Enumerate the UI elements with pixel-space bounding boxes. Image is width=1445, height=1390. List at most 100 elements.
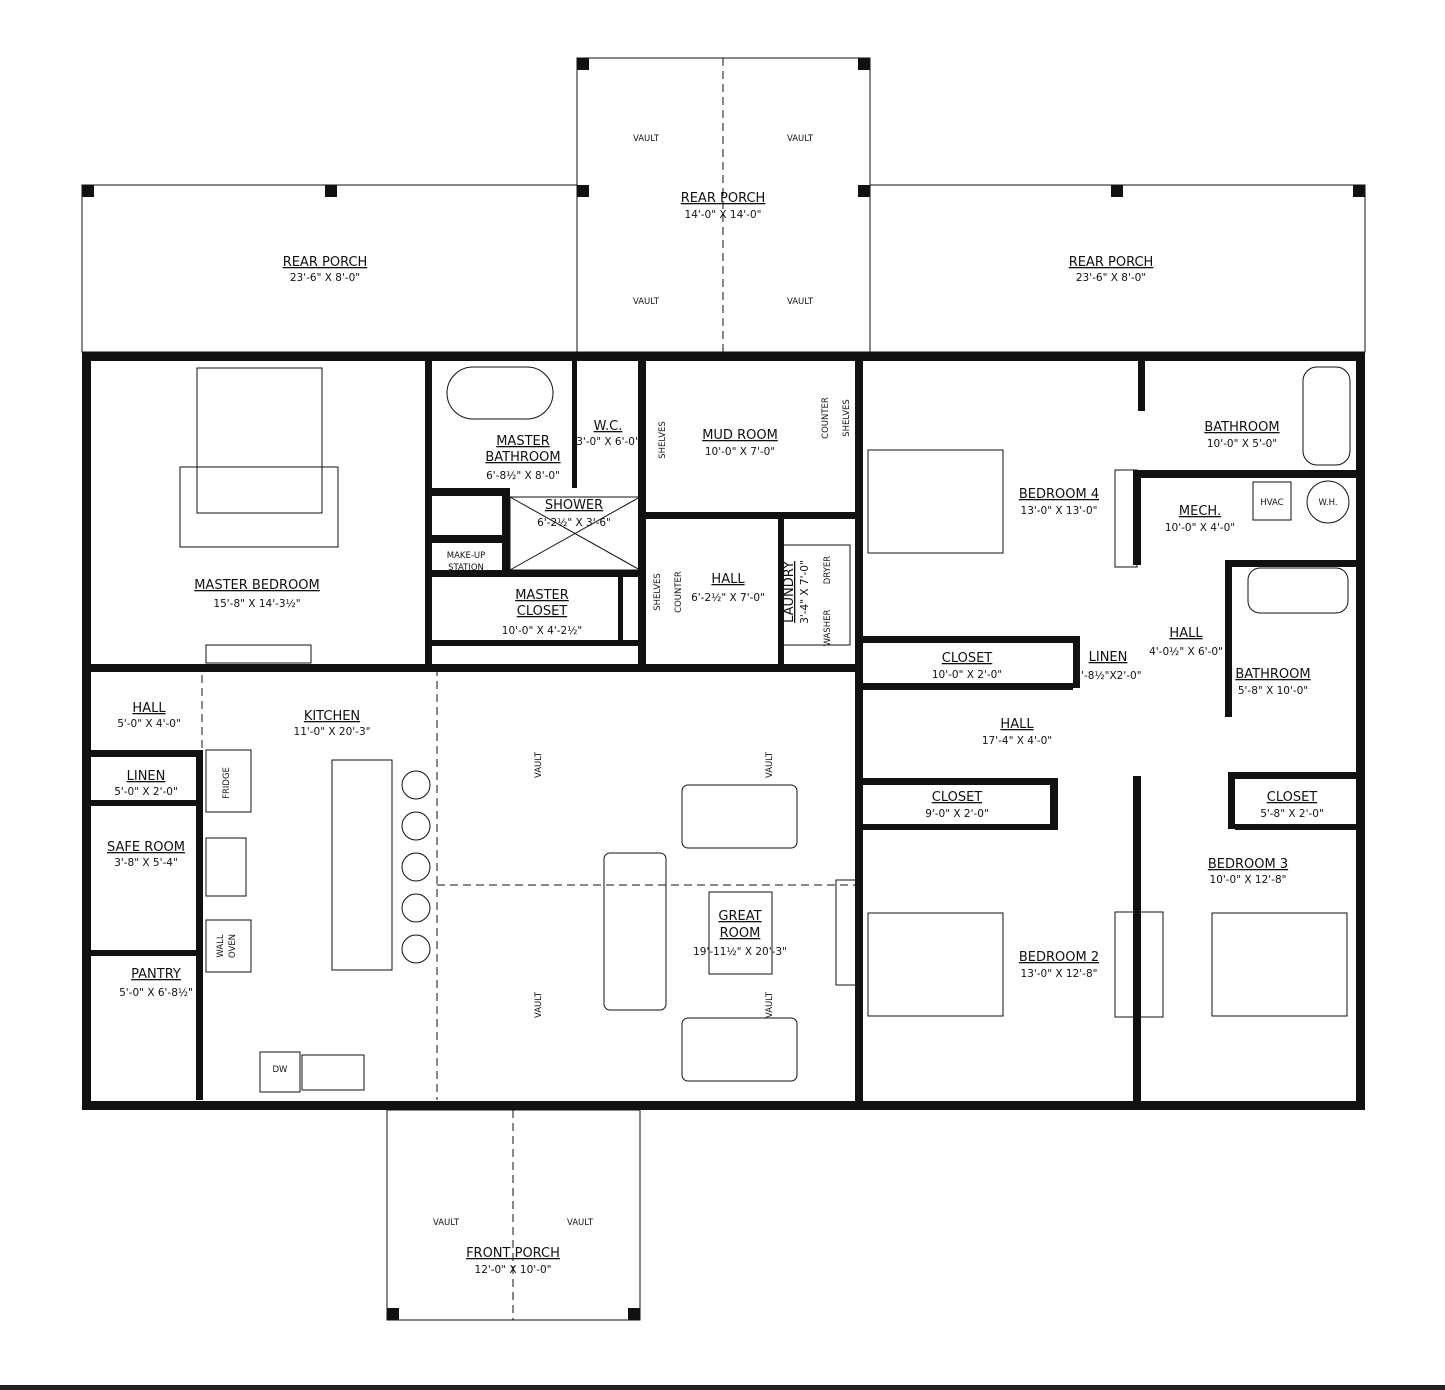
furniture (179, 366, 1351, 1093)
label-hall-long: HALL (1000, 717, 1034, 732)
vault-label: VAULT (787, 134, 814, 144)
washer-dryer (781, 544, 851, 646)
tv-bedroom4 (1114, 469, 1138, 568)
porch-post (82, 185, 94, 197)
wall (618, 575, 623, 640)
wh-label: W.H. (1318, 498, 1337, 508)
label-closet-b4: CLOSET (942, 651, 993, 666)
label-rear-porch-right: REAR PORCH (1069, 255, 1154, 270)
dim-hall-right: 4'-0½" X 6'-0" (1149, 646, 1223, 658)
tub-top (1302, 366, 1351, 466)
vault-label: VAULT (534, 751, 544, 778)
bed-bedroom3 (1211, 912, 1348, 1017)
wall-oven-label-1: WALL (216, 934, 226, 957)
dim-master-bedroom: 15'-8" X 14'-3½" (213, 598, 300, 610)
wall (778, 519, 784, 664)
dim-wc: 3'-0" X 6'-0" (576, 436, 640, 448)
label-master-bathroom-2: BATHROOM (485, 450, 560, 465)
shelves-label: SHELVES (842, 399, 852, 437)
porch-post (858, 185, 870, 197)
dim-rear-porch-right: 23'-6" X 8'-0" (1076, 272, 1146, 284)
vault-label: VAULT (534, 991, 544, 1018)
wall (425, 361, 432, 664)
porch-post (325, 185, 337, 197)
label-linen-right: LINEN (1089, 650, 1128, 665)
hvac-label: HVAC (1260, 498, 1283, 508)
master-bed (196, 367, 323, 514)
wall (863, 683, 1073, 690)
dim-bedroom4: 13'-0" X 13'-0" (1021, 505, 1098, 517)
vault-label: VAULT (787, 297, 814, 307)
wall (432, 535, 510, 543)
kitchen-sink (301, 1054, 365, 1091)
dw-label: DW (273, 1065, 289, 1075)
wall (1235, 824, 1356, 830)
wall (432, 570, 646, 577)
label-closet-b3: CLOSET (1267, 790, 1318, 805)
label-bedroom2: BEDROOM 2 (1019, 950, 1099, 965)
kitchen-island (331, 759, 393, 971)
shelves-label: SHELVES (658, 421, 668, 459)
dim-linen-right: 2'-8½"X2'-0" (1074, 670, 1141, 682)
porch-post (577, 185, 589, 197)
wall (638, 361, 646, 664)
vault-label: VAULT (433, 1218, 460, 1228)
wall (91, 664, 645, 672)
dim-bathroom-top: 10'-0" X 5'-0" (1207, 438, 1277, 450)
dim-mech: 10'-0" X 4'-0" (1165, 522, 1235, 534)
dim-bathroom-side: 5'-8" X 10'-0" (1238, 685, 1308, 697)
label-makeup-1: MAKE-UP (447, 551, 486, 561)
wall (863, 778, 1058, 785)
wall (196, 750, 203, 1100)
master-tub (446, 366, 554, 420)
porch-post (387, 1308, 399, 1320)
dim-front-porch: 12'-0" X 10'-0" (475, 1264, 552, 1276)
wall (1073, 636, 1080, 688)
dim-mud-room: 10'-0" X 7'-0" (705, 446, 775, 458)
dim-bedroom3: 10'-0" X 12'-8" (1210, 874, 1287, 886)
porch-post (858, 58, 870, 70)
bar-stool (401, 852, 431, 882)
wall (425, 640, 645, 646)
wall (432, 488, 510, 496)
wall (1225, 560, 1356, 567)
bar-stool (401, 934, 431, 964)
label-bathroom-top: BATHROOM (1204, 420, 1279, 435)
bar-stool (401, 893, 431, 923)
wall (1138, 470, 1356, 478)
label-mud-room: MUD ROOM (702, 428, 778, 443)
label-safe-room: SAFE ROOM (107, 840, 185, 855)
label-master-bedroom: MASTER BEDROOM (194, 578, 320, 593)
label-master-bathroom-1: MASTER (496, 434, 550, 449)
wall (1228, 772, 1356, 779)
wall (502, 488, 510, 573)
porches (81, 57, 1366, 1321)
bar-stool (401, 770, 431, 800)
dim-hall-center: 6'-2½" X 7'-0" (691, 592, 765, 604)
wall (1356, 352, 1365, 1110)
label-bathroom-side: BATHROOM (1235, 667, 1310, 682)
dim-linen-left: 5'-0" X 2'-0" (114, 786, 178, 798)
label-wc: W.C. (594, 419, 623, 434)
wall (91, 750, 203, 757)
vault-label: VAULT (633, 134, 660, 144)
bed-bedroom2 (867, 912, 1004, 1017)
dim-closet-b4: 10'-0" X 2'-0" (932, 669, 1002, 681)
counter-label: COUNTER (674, 571, 684, 613)
master-dresser (205, 644, 312, 664)
label-makeup-2: STATION (448, 563, 484, 573)
bar-stool (401, 811, 431, 841)
label-bedroom3: BEDROOM 3 (1208, 857, 1288, 872)
dim-shower: 6'-2½" X 3'-6" (537, 517, 611, 529)
dim-pantry: 5'-0" X 6'-8½" (119, 987, 193, 999)
dryer-label: DRYER (823, 556, 833, 584)
wardrobe (1114, 911, 1164, 1018)
wall (645, 512, 860, 519)
tub-side (1247, 567, 1349, 614)
label-laundry: LAUNDRY (782, 561, 797, 623)
bed-bedroom4 (867, 449, 1004, 554)
bar-stools (401, 770, 431, 964)
washer-label: WASHER (823, 610, 833, 647)
label-pantry: PANTRY (131, 967, 181, 982)
tv-console (835, 879, 857, 986)
